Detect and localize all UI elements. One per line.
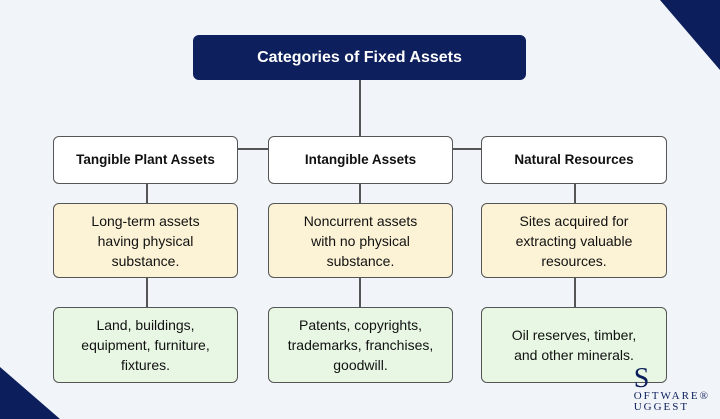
definition-tangible: Long-term assets having physical substan… xyxy=(53,203,238,278)
connector xyxy=(359,80,361,136)
category-intangible: Intangible Assets xyxy=(268,136,453,184)
corner-decoration xyxy=(0,367,60,419)
corner-decoration xyxy=(660,0,720,70)
examples-tangible: Land, buildings, equipment, furniture, f… xyxy=(53,307,238,383)
examples-natural: Oil reserves, timber, and other minerals… xyxy=(481,307,667,383)
definition-natural: Sites acquired for extracting valuable r… xyxy=(481,203,667,278)
examples-intangible: Patents, copyrights, trademarks, franchi… xyxy=(268,307,453,383)
category-natural: Natural Resources xyxy=(481,136,667,184)
definition-intangible: Noncurrent assets with no physical subst… xyxy=(268,203,453,278)
diagram-title: Categories of Fixed Assets xyxy=(193,35,526,80)
category-tangible: Tangible Plant Assets xyxy=(53,136,238,184)
softwaresuggest-logo: S OFTWARE® UGGEST xyxy=(633,363,710,413)
logo-line1: OFTWARE® xyxy=(633,390,710,402)
logo-line2: UGGEST xyxy=(633,401,690,413)
logo-initial: S xyxy=(633,363,652,394)
